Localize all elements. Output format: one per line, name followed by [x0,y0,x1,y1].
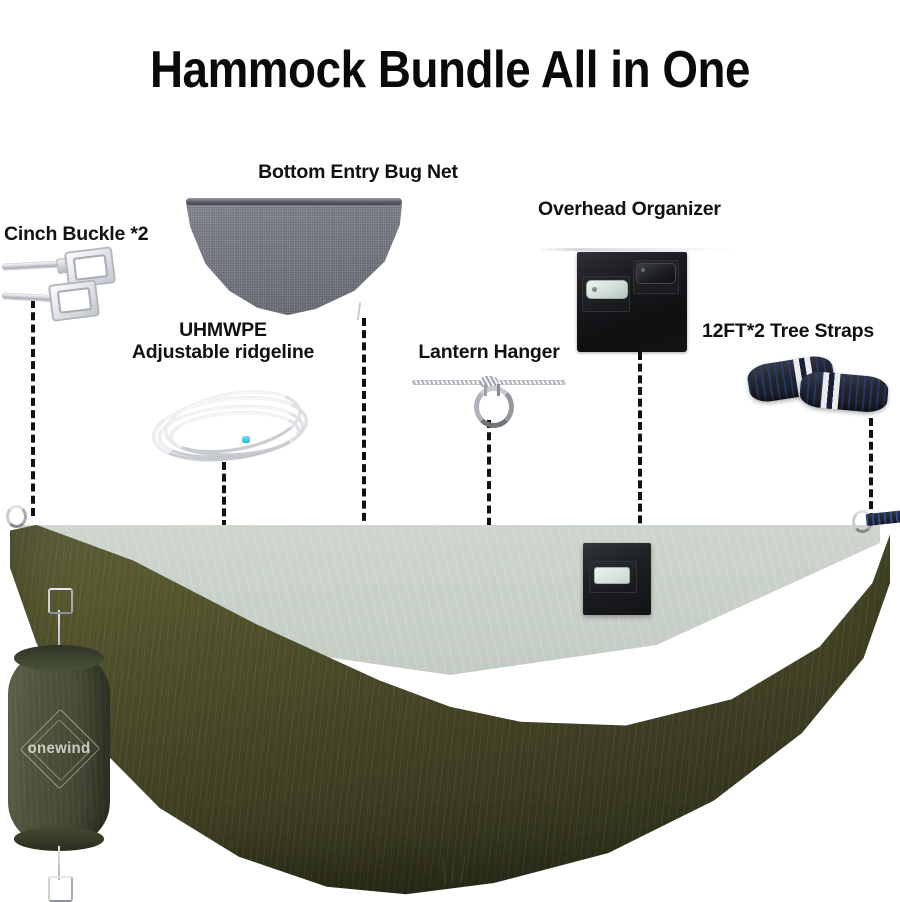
phone-light-camera-icon [592,287,597,292]
bug-net-illustration [186,198,402,321]
sack-clip-top-icon [48,588,73,614]
tree-straps-illustration [745,353,890,420]
hammock-mounted-organizer [583,543,651,615]
leader-line-overhead-organizer [638,352,642,535]
ridgeline-coil-illustration [148,381,312,472]
sack-clip-bottom-icon [48,876,73,902]
sack-top-cinch [14,645,104,671]
leader-line-ridgeline [222,462,226,528]
leader-line-cinch-buckle [31,300,35,516]
buckle-rope-upper [1,260,65,271]
bug-net-cord [356,301,361,321]
lantern-hanger-gate [484,384,500,396]
hammock-end-right [852,508,900,533]
label-cinch-buckle: Cinch Buckle *2 [4,223,149,245]
leader-line-lantern-hanger [487,420,491,538]
label-tree-straps: 12FT*2 Tree Straps [702,320,874,342]
stuff-sack-illustration: onewind [8,588,110,902]
tree-strap-front [798,370,890,414]
leader-line-bug-net [362,318,366,533]
bug-net-mesh [186,198,402,316]
label-lantern-hanger: Lantern Hanger [418,341,560,363]
sack-cord-top [58,610,60,650]
lantern-hanger-illustration [412,372,566,428]
overhead-organizer-illustration [537,248,737,352]
hammock-illustration [0,505,900,900]
tree-strap-attached [865,509,900,527]
sack-brand-logo: onewind [27,739,91,758]
buckle-body-lower [47,279,101,322]
phone-dark [636,263,676,284]
label-ridgeline: UHMWPE Adjustable ridgeline [131,319,315,363]
hammock-organizer-phone [594,567,630,584]
buckle-slot-lower [56,287,93,314]
buckle-slot-upper [72,254,109,281]
page-title: Hammock Bundle All in One [149,41,751,99]
phone-dark-camera-icon [641,268,645,272]
hammock-end-left [4,505,30,528]
organizer-hang-line [537,248,737,251]
label-overhead-organizer: Overhead Organizer [538,198,721,220]
lantern-hanger-ring [474,386,514,428]
carabiner-left-icon [6,505,27,528]
organizer-body [577,252,687,352]
label-bug-net: Bottom Entry Bug Net [258,161,458,183]
cinch-buckle-illustration [1,246,117,334]
sack-cord-bottom [58,846,60,880]
leader-line-tree-straps [869,418,873,521]
sack-body: onewind [8,645,110,851]
bug-net-ridge-edge [186,198,402,205]
tree-strap-label-band-front [820,372,841,410]
phone-light [586,280,628,299]
ridgeline-marker-bead [242,436,250,443]
